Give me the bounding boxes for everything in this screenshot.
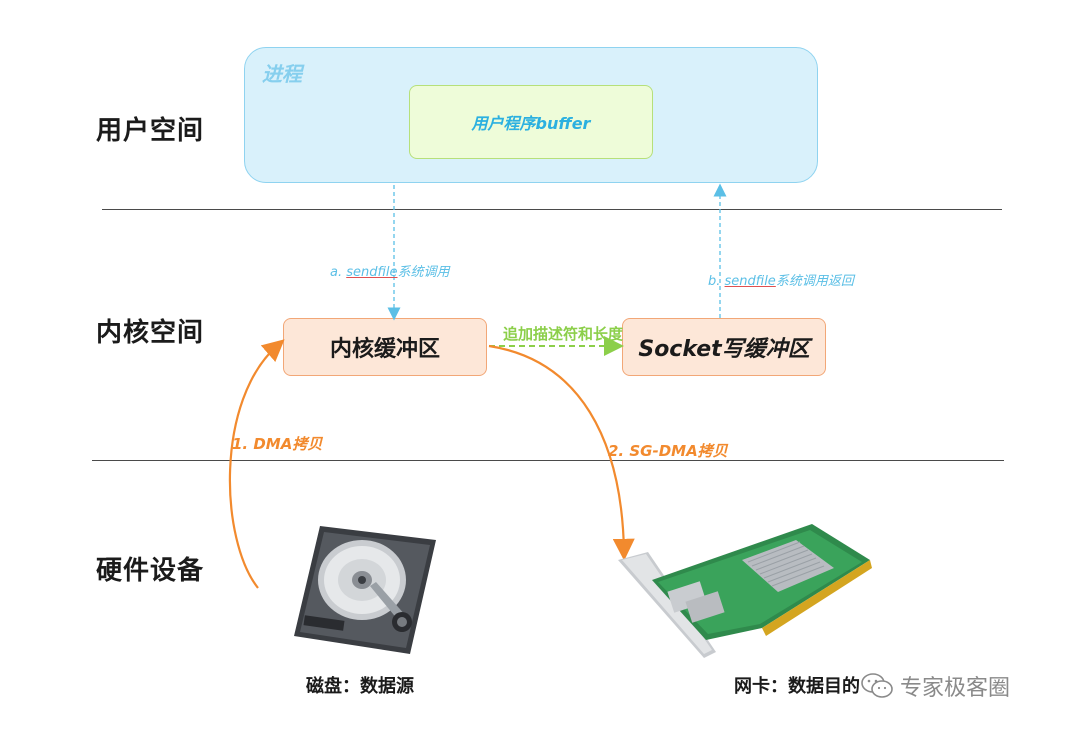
sg-dma-copy-arrow: [488, 344, 635, 561]
nic-caption: 网卡：数据目的: [734, 676, 860, 697]
sg-dma-copy-label: 2. SG-DMA拷贝: [608, 442, 728, 460]
dma-copy-label: 1. DMA拷贝: [232, 435, 323, 453]
dma-copy-arrow: [228, 339, 285, 589]
hardware-label: 硬件设备: [96, 556, 205, 586]
user-space-label: 用户空间: [96, 116, 205, 146]
hard-disk-image: [294, 526, 436, 654]
append-descriptor-label: 追加描述符和长度: [503, 325, 624, 343]
watermark: 专家极客圈: [860, 670, 1010, 702]
process-label: 进程: [262, 62, 302, 86]
socket-buffer-box: Socket写缓冲区: [622, 318, 826, 376]
kernel-buffer-box: 内核缓冲区: [283, 318, 487, 376]
user-buffer-box: 用户程序buffer: [409, 85, 653, 159]
divider-kernel-hardware: [92, 460, 1004, 461]
sendfile-call-label: a. sendfile系统调用: [330, 265, 450, 280]
sendfile-return-label: b. sendfile系统调用返回: [708, 274, 854, 289]
disk-caption: 磁盘：数据源: [306, 676, 414, 697]
divider-user-kernel: [102, 209, 1002, 210]
network-card-image: [618, 524, 872, 658]
watermark-text: 专家极客圈: [900, 676, 1011, 701]
wechat-icon: [861, 673, 893, 698]
kernel-space-label: 内核空间: [96, 318, 205, 348]
